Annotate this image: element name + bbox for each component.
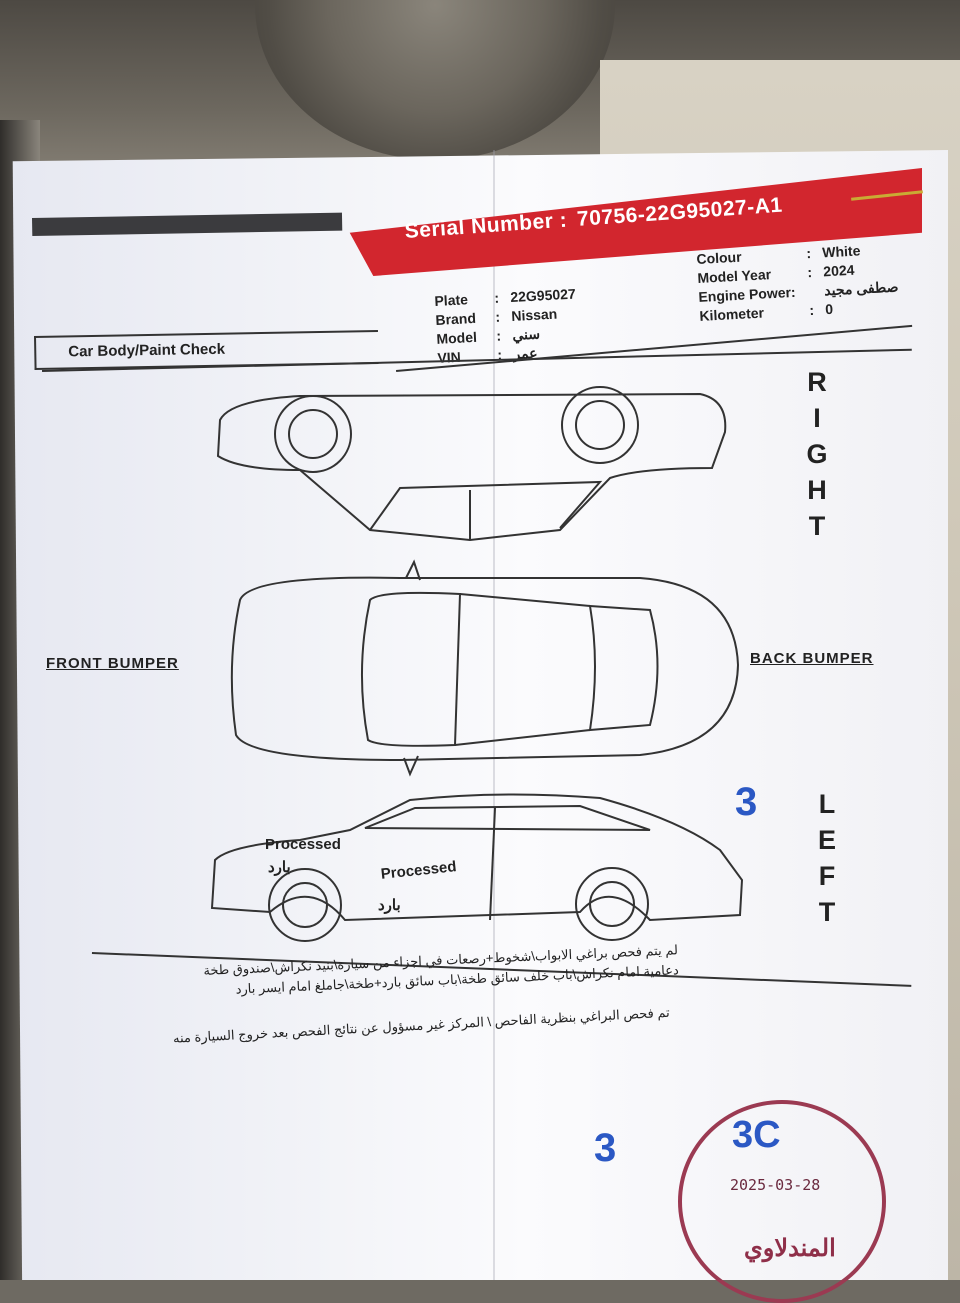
stamp-code: 3C — [732, 1114, 781, 1156]
handwritten-number: 3 — [735, 780, 758, 824]
car-left-side-view — [210, 793, 744, 942]
processed-mark-front: Processed — [265, 836, 341, 853]
paper-fold — [493, 150, 495, 1280]
inspection-stamp: 3C 2025-03-28 المندلاوي — [678, 1100, 886, 1303]
back-bumper-label: BACK BUMPER — [750, 650, 874, 667]
car-top-view — [230, 559, 740, 777]
inspection-sheet — [12, 150, 948, 1280]
stamp-name: المندلاوي — [744, 1235, 836, 1262]
car-right-side-view — [216, 386, 727, 542]
handwritten-number-bottom: 3 — [594, 1126, 617, 1170]
bard-mark-door: بارد — [378, 897, 401, 914]
front-bumper-label: FRONT BUMPER — [46, 655, 179, 672]
bard-mark-front: بارد — [268, 859, 291, 876]
stamp-date: 2025-03-28 — [730, 1176, 821, 1194]
